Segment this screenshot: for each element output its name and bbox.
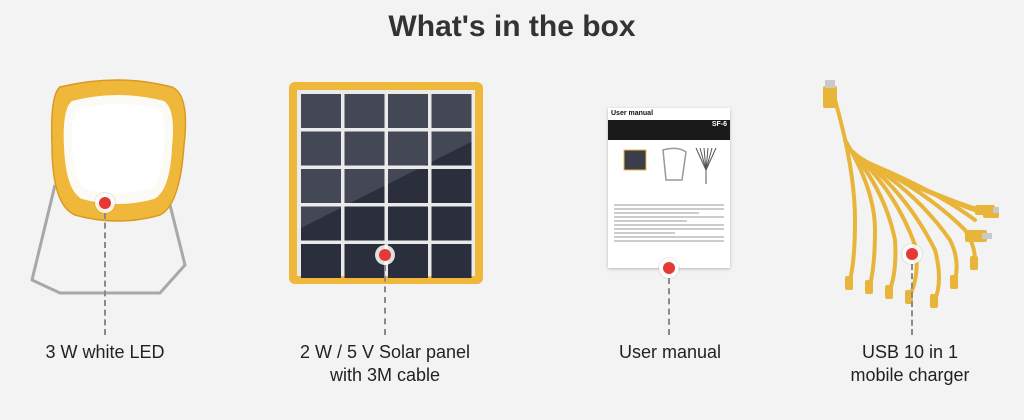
solar-cell xyxy=(301,244,341,278)
manual-figures xyxy=(623,147,717,184)
solar-caption: 2 W / 5 V Solar panel with 3M cable xyxy=(299,342,471,385)
solar-cell xyxy=(431,169,472,203)
solar-cell xyxy=(344,206,385,241)
led-lamp-image xyxy=(30,79,187,295)
solar-cell xyxy=(431,206,472,241)
led-caption: 3 W white LED xyxy=(45,342,165,362)
solar-panel-image xyxy=(289,82,483,284)
solar-cell xyxy=(431,131,472,166)
solar-cell xyxy=(301,94,341,128)
manual-marker xyxy=(663,262,675,274)
solar-cell xyxy=(431,94,472,128)
solar-cell xyxy=(388,244,428,278)
solar-cell xyxy=(301,206,341,241)
solar-cell xyxy=(388,94,428,128)
led-marker xyxy=(99,197,111,209)
solar-cell xyxy=(388,131,428,166)
manual-heading: User manual xyxy=(608,108,730,120)
solar-marker xyxy=(379,249,391,261)
solar-cell xyxy=(344,94,385,128)
usb-caption: USB 10 in 1 mobile charger xyxy=(850,342,970,385)
solar-cell xyxy=(344,169,385,203)
solar-leader-line xyxy=(384,265,386,335)
solar-cell xyxy=(388,206,428,241)
led-leader-line xyxy=(104,213,106,335)
usb-marker xyxy=(906,248,918,260)
solar-cell xyxy=(344,131,385,166)
solar-cell xyxy=(431,244,472,278)
manual-caption: User manual xyxy=(618,342,722,362)
usb-charger-image xyxy=(823,80,999,308)
manual-code: SF-6 xyxy=(711,121,727,128)
page-title: What's in the box xyxy=(388,10,636,43)
solar-cell xyxy=(344,244,385,278)
manual-leader-line xyxy=(668,278,670,335)
solar-cell xyxy=(301,131,341,166)
user-manual-image: User manual SF-6 xyxy=(608,108,730,268)
solar-cell xyxy=(301,169,341,203)
usb-leader-line xyxy=(911,264,913,335)
solar-cell xyxy=(388,169,428,203)
